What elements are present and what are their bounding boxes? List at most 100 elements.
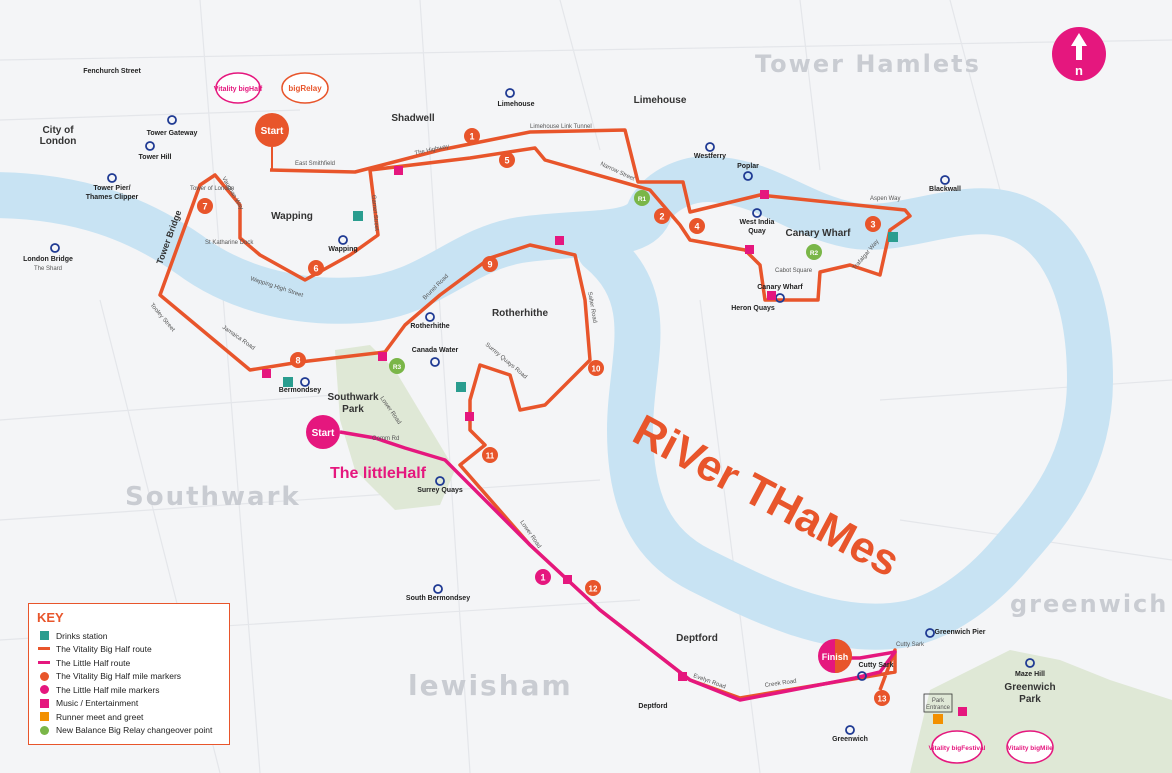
big-half-route — [158, 128, 912, 700]
svg-text:Poplar: Poplar — [737, 163, 759, 170]
key-item-music: Music / Entertainment — [37, 697, 221, 711]
svg-text:Start: Start — [312, 428, 335, 439]
svg-text:Tooley Street: Tooley Street — [148, 302, 175, 333]
area-southwark: Southwark — [125, 482, 301, 512]
svg-text:Park: Park — [932, 698, 945, 704]
big-mile-logo: Vitality bigMile — [1006, 730, 1054, 764]
key-item-little-half-marker: The Little Half mile markers — [37, 683, 221, 697]
svg-text:Gomm Rd: Gomm Rd — [372, 436, 399, 442]
key-item-drinks: Drinks station — [37, 629, 221, 643]
svg-text:11: 11 — [486, 452, 495, 461]
svg-text:Finish: Finish — [822, 652, 849, 662]
svg-text:Cutty Sark: Cutty Sark — [896, 642, 925, 648]
place-wapping: Wapping — [271, 211, 313, 222]
svg-text:12: 12 — [589, 585, 598, 594]
key-item-little-half-route: The Little Half route — [37, 656, 221, 670]
place-city-of-london: City of — [42, 125, 74, 136]
svg-text:8: 8 — [295, 356, 300, 366]
map-key: KEY Drinks station The Vitality Big Half… — [28, 603, 230, 745]
svg-text:Greenwich Pier: Greenwich Pier — [935, 629, 986, 636]
svg-text:Vitality bigMile: Vitality bigMile — [1007, 745, 1053, 752]
svg-text:Aspen Way: Aspen Way — [870, 196, 900, 202]
place-canary-wharf: Canary Wharf — [785, 228, 851, 239]
mile-marker-3: 3 — [865, 216, 881, 232]
mile-marker-11: 11 — [482, 447, 498, 463]
area-lewisham: lewisham — [408, 669, 573, 702]
svg-text:Canary Wharf: Canary Wharf — [757, 284, 803, 291]
svg-text:4: 4 — [694, 222, 699, 232]
big-relay-logo: bigRelay — [281, 72, 329, 104]
river-thames — [0, 156, 1113, 650]
meet-greet-icon — [933, 714, 943, 724]
svg-text:Fenchurch Street: Fenchurch Street — [83, 68, 141, 75]
svg-text:Tower of London: Tower of London — [190, 186, 234, 192]
svg-text:Tower Pier/: Tower Pier/ — [93, 185, 130, 192]
place-southwark-park: Southwark — [327, 392, 379, 403]
svg-text:Vaughan Way: Vaughan Way — [220, 176, 244, 211]
mile-marker-13: 13 — [874, 690, 890, 706]
svg-text:Limehouse Link Tunnel: Limehouse Link Tunnel — [530, 124, 592, 130]
mile-marker-8: 8 — [290, 352, 306, 368]
mile-marker-4: 4 — [689, 218, 705, 234]
little-half-start-marker: Start — [306, 415, 340, 449]
svg-text:2: 2 — [659, 212, 664, 222]
svg-text:Surrey Quays: Surrey Quays — [417, 487, 463, 494]
key-item-big-half-marker: The Vitality Big Half mile markers — [37, 670, 221, 684]
svg-text:Canada Water: Canada Water — [412, 347, 459, 354]
svg-text:The Highway: The Highway — [414, 144, 449, 157]
svg-text:Tower Gateway: Tower Gateway — [147, 130, 198, 137]
mile-marker-6: 6 — [308, 260, 324, 276]
svg-text:R1: R1 — [638, 196, 647, 203]
svg-text:Limehouse: Limehouse — [498, 101, 535, 108]
place-limehouse: Limehouse — [634, 95, 687, 106]
svg-text:10: 10 — [592, 365, 601, 374]
place-greenwich-park: Greenwich — [1004, 682, 1055, 693]
place-deptford: Deptford — [676, 633, 718, 644]
little-half-mile-marker: 1 — [535, 569, 551, 585]
svg-text:R2: R2 — [810, 250, 819, 257]
svg-text:Entrance: Entrance — [926, 705, 951, 711]
big-half-mile-marker-icon — [37, 671, 51, 681]
svg-text:Maze Hill: Maze Hill — [1015, 671, 1045, 678]
svg-text:n: n — [1075, 63, 1083, 78]
meet-greet-icon — [37, 712, 51, 722]
svg-text:Rotherhithe: Rotherhithe — [410, 323, 449, 330]
music-icons — [262, 166, 967, 716]
finish-marker: Finish — [818, 639, 852, 673]
svg-text:Vitality bigFestival: Vitality bigFestival — [929, 745, 986, 752]
mile-marker-10: 10 — [588, 360, 604, 376]
svg-text:Wapping: Wapping — [328, 246, 357, 253]
north-arrow-icon: n — [1052, 27, 1106, 81]
svg-text:Greenwich: Greenwich — [832, 736, 868, 743]
svg-text:1: 1 — [540, 573, 545, 583]
place-shadwell: Shadwell — [391, 113, 435, 124]
big-half-route-line-icon — [37, 647, 51, 651]
svg-text:The Shard: The Shard — [34, 266, 62, 272]
mile-marker-1: 1 — [464, 128, 480, 144]
park-entrance-box — [923, 693, 953, 713]
little-half-mile-marker-icon — [37, 685, 51, 695]
southwark-park — [335, 345, 455, 510]
svg-text:bigRelay: bigRelay — [288, 84, 322, 93]
key-item-meet-greet: Runner meet and greet — [37, 710, 221, 724]
svg-text:Cutty Sark: Cutty Sark — [858, 662, 893, 669]
svg-text:7: 7 — [202, 202, 207, 212]
big-half-mile-markers: 1 2 3 4 5 6 7 8 9 10 11 12 13 — [197, 128, 890, 706]
place-rotherhithe: Rotherhithe — [492, 308, 549, 319]
key-item-big-half-route: The Vitality Big Half route — [37, 643, 221, 657]
big-festival-logo: Vitality bigFestival — [929, 730, 986, 764]
svg-text:Garnet Street: Garnet Street — [370, 195, 379, 232]
little-half-route — [339, 430, 897, 702]
relay-changeover-icon — [37, 725, 51, 735]
svg-text:South Bermondsey: South Bermondsey — [406, 595, 470, 602]
svg-text:R3: R3 — [393, 364, 402, 371]
relay-changeover-points: R1 R2 R3 — [389, 190, 822, 374]
key-item-relay: New Balance Big Relay changeover point — [37, 724, 221, 738]
svg-text:Tower Hill: Tower Hill — [139, 154, 172, 161]
area-greenwich: greenwich — [1010, 590, 1168, 618]
big-half-logo: Vitality bigHalf — [214, 72, 263, 104]
svg-text:Start: Start — [261, 126, 284, 137]
mile-marker-5: 5 — [499, 152, 515, 168]
svg-text:3: 3 — [870, 220, 875, 230]
